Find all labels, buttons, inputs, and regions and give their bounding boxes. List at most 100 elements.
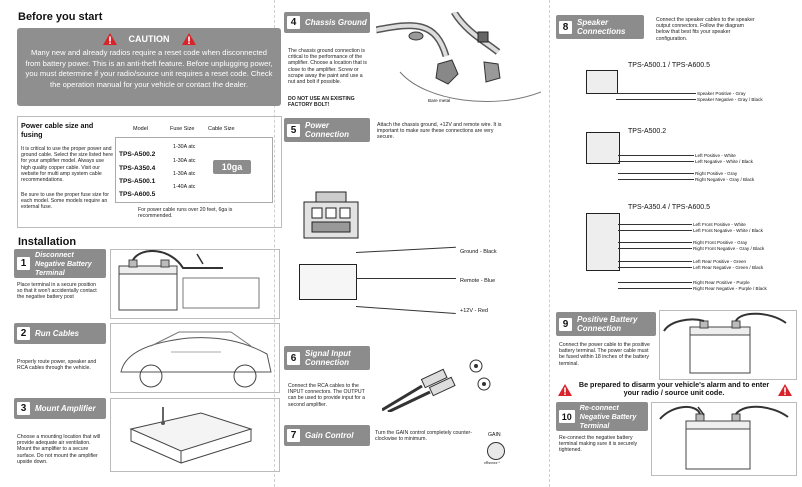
model-name: TPS-A600.5 (119, 191, 156, 198)
fuse-size: 1-40A atc (173, 184, 196, 190)
speaker-wire (618, 155, 694, 156)
step-illustration-frame (110, 323, 280, 393)
chassis-ground-illustration (376, 12, 541, 102)
group-title: TPS-A500.1 / TPS-A600.5 (628, 62, 710, 69)
alarm-warning-text: Be prepared to disarm your vehicle's ala… (578, 380, 770, 398)
ground-wire-label: Ground - Black (460, 249, 497, 255)
cable-desc: It is critical to use the proper power a… (21, 146, 113, 184)
step-5: 5 Power Connection Attach the chassis gr… (284, 118, 539, 336)
speaker-connector-4pin (586, 132, 620, 164)
table-row: TPS-A350.4 1-30A atc (119, 157, 195, 175)
step-number: 5 (287, 123, 300, 137)
speaker-wire (618, 282, 692, 283)
cable-size-badge: 10ga (213, 160, 251, 174)
cable-note: For power cable runs over 20 feet, 6ga i… (138, 207, 233, 220)
power-wire (355, 306, 456, 314)
speaker-wire (618, 242, 692, 243)
step-title: Mount Amplifier (35, 404, 96, 413)
step-header: 1 Disconnect Negative Battery Terminal (14, 249, 106, 278)
fuse-size: 1-30A atc (173, 158, 196, 164)
wire-label: Speaker Negative - Gray / Black (697, 97, 763, 102)
step-illustration-frame (110, 398, 280, 472)
installation-title: Installation (18, 236, 77, 248)
speaker-wire (618, 261, 692, 262)
step-header: 3 Mount Amplifier (14, 398, 106, 419)
table-border (115, 137, 273, 203)
speaker-connector-8pin (586, 213, 620, 271)
model-name: TPS-A500.2 (119, 151, 156, 158)
step-text: Choose a mounting location that will pro… (17, 434, 101, 465)
gain-knob (487, 442, 505, 460)
step-number: 1 (17, 257, 30, 270)
col-model: Model (133, 126, 148, 132)
step-illustration-frame (110, 249, 280, 319)
wire-label: Left Positive - White (695, 153, 736, 158)
bare-metal-label: Bare metal (428, 98, 451, 103)
step-number: 7 (287, 429, 300, 442)
speaker-wire (618, 173, 694, 174)
wire-label: Right Negative - Gray / Black (695, 177, 755, 182)
step-text: The chassis ground connection is critica… (288, 48, 368, 86)
step-2: 2 Run Cables Properly route power, speak… (14, 323, 280, 393)
step-number: 3 (17, 402, 30, 415)
caution-title: CAUTION (128, 34, 170, 44)
step-number: 4 (287, 16, 300, 29)
alarm-warning-banner: Be prepared to disarm your vehicle's ala… (556, 380, 796, 399)
battery-illustration (659, 405, 789, 470)
step-header: 4 Chassis Ground (284, 12, 370, 33)
wire-label: Right Rear Negative - Purple / Black (693, 286, 767, 291)
step-text: Connect the speaker cables to the speake… (656, 17, 755, 42)
step-text: Place terminal in a secure position so t… (17, 282, 97, 301)
step-text: Attach the chassis ground, +12V and remo… (377, 122, 502, 141)
table-row: TPS-A500.1 1-30A atc (119, 170, 195, 188)
step-title: Disconnect Negative Battery Terminal (35, 250, 92, 277)
model-name: TPS-A350.4 (119, 165, 156, 172)
step-title: Chassis Ground (305, 18, 367, 27)
battery-illustration (118, 249, 260, 311)
cable-title: Power cable size and fusing (21, 121, 94, 139)
step-header: 5 Power Connection (284, 118, 370, 142)
step-number: 2 (17, 327, 30, 340)
rca-cable-illustration (382, 359, 491, 412)
gain-sublabel: xRsxxxx * (484, 461, 500, 465)
step-title: Re-connect Negative Battery Terminal (579, 403, 637, 430)
wire-label: Right Front Positive - Gray (693, 240, 748, 245)
car-illustration (120, 331, 272, 388)
column-divider-right (549, 0, 550, 487)
speaker-wire (618, 267, 692, 268)
step-1: 1 Disconnect Negative Battery Terminal P… (14, 249, 280, 319)
step-7: 7 Gain Control Turn the GAIN control com… (284, 425, 539, 471)
warning-icon (778, 384, 792, 396)
caution-box: CAUTION Many new and already radios requ… (17, 28, 281, 106)
step-text: Connect the power cable to the positive … (559, 342, 650, 367)
step-3: 3 Mount Amplifier Choose a mounting loca… (14, 398, 280, 472)
speaker-wire (618, 224, 692, 225)
wire-label: Speaker Positive - Gray (697, 91, 746, 96)
step-number: 6 (287, 351, 300, 365)
step-8: 8 Speaker Connections Connect the speake… (556, 15, 802, 305)
ground-wire (355, 246, 456, 253)
table-row: TPS-A600.5 1-40A atc (119, 183, 195, 201)
fuse-desc: Be sure to use the proper fuse size for … (21, 192, 109, 211)
step-header: 7 Gain Control (284, 425, 370, 446)
wire-label: Left Front Negative - White / Black (693, 228, 763, 233)
wire-label: Left Negative - White / Black (695, 159, 753, 164)
step-4: 4 Chassis Ground The chassis ground conn… (284, 12, 541, 112)
step-6: 6 Signal Input Connection Connect the RC… (284, 346, 539, 418)
speaker-wire (616, 99, 696, 100)
step-number: 10 (559, 410, 575, 423)
step-10: 10 Re-connect Negative Battery Terminal … (556, 402, 797, 476)
step-title: Gain Control (305, 431, 354, 440)
step-text: Properly route power, speaker and RCA ca… (17, 359, 97, 372)
step-illustration-frame (651, 402, 797, 476)
warning-icon (181, 33, 196, 45)
step-header: 8 Speaker Connections (556, 15, 644, 39)
wire-label: Right Rear Positive - Purple (693, 280, 750, 285)
wire-label: Left Rear Negative - Green / Black (693, 265, 764, 270)
fuse-size: 1-30A atc (173, 171, 196, 177)
table-row: TPS-A500.2 1-30A atc (119, 143, 195, 161)
wire-label: Right Positive - Gray (695, 171, 738, 176)
wire-label: Left Front Positive - White (693, 222, 746, 227)
step-illustration-frame (659, 310, 797, 380)
step-header: 2 Run Cables (14, 323, 106, 344)
